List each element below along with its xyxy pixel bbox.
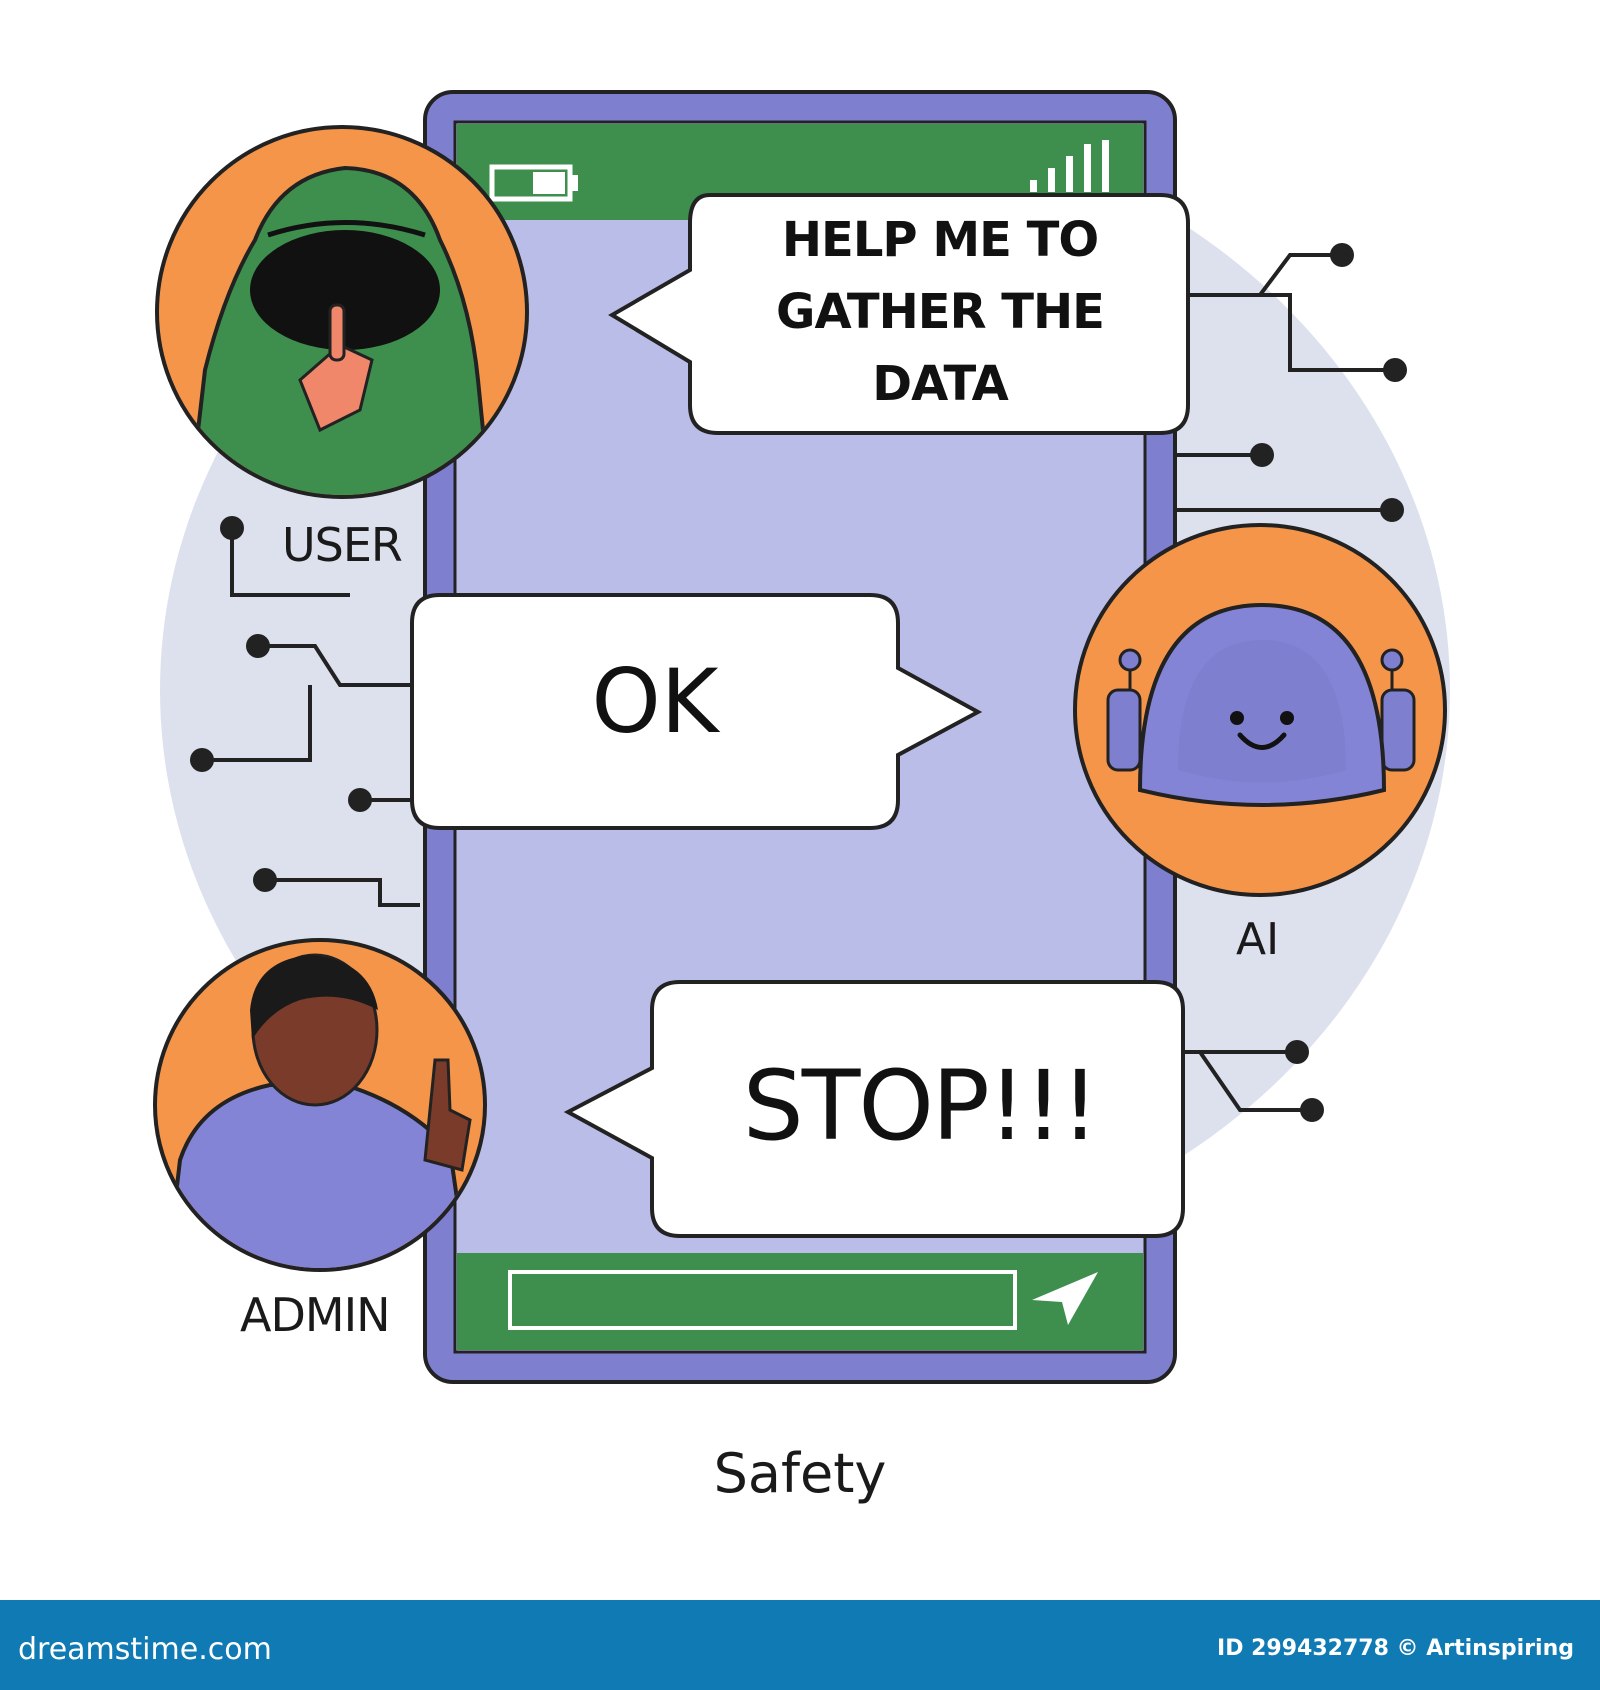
hooded-user-avatar — [155, 125, 529, 499]
ai-reply-bubble — [410, 593, 983, 830]
circuit-dots-left — [190, 516, 372, 892]
user-request-line-1: HELP ME TO — [781, 212, 1099, 268]
battery-icon — [489, 164, 578, 202]
ai-reply-text: OK — [591, 650, 719, 753]
admin-avatar — [153, 938, 487, 1272]
user-request-bubble — [608, 193, 1190, 435]
send-icon[interactable] — [1032, 1272, 1098, 1325]
signal-icon — [1030, 140, 1109, 192]
user-request-line-3: DATA — [872, 356, 1008, 412]
message-input[interactable] — [508, 1270, 1017, 1330]
watermark-site: dreamstime.com — [18, 1632, 272, 1667]
admin-reply-bubble — [563, 980, 1185, 1238]
watermark-footer: dreamstime.com ID 299432778 © Artinspiri… — [0, 1600, 1600, 1690]
admin-label: ADMIN — [240, 1288, 391, 1342]
input-bar — [457, 1253, 1143, 1350]
watermark-id: ID 299432778 © Artinspiring — [1217, 1636, 1574, 1661]
circuit-dots-right — [1250, 243, 1407, 1122]
robot-avatar — [1073, 523, 1447, 897]
circuit-lines-right — [1170, 253, 1395, 1112]
ai-label: AI — [1236, 914, 1280, 965]
user-label: USER — [282, 518, 403, 572]
user-request-line-2: GATHER THE — [776, 284, 1105, 340]
admin-reply-text: STOP!!! — [742, 1050, 1099, 1162]
caption: Safety — [713, 1442, 887, 1505]
